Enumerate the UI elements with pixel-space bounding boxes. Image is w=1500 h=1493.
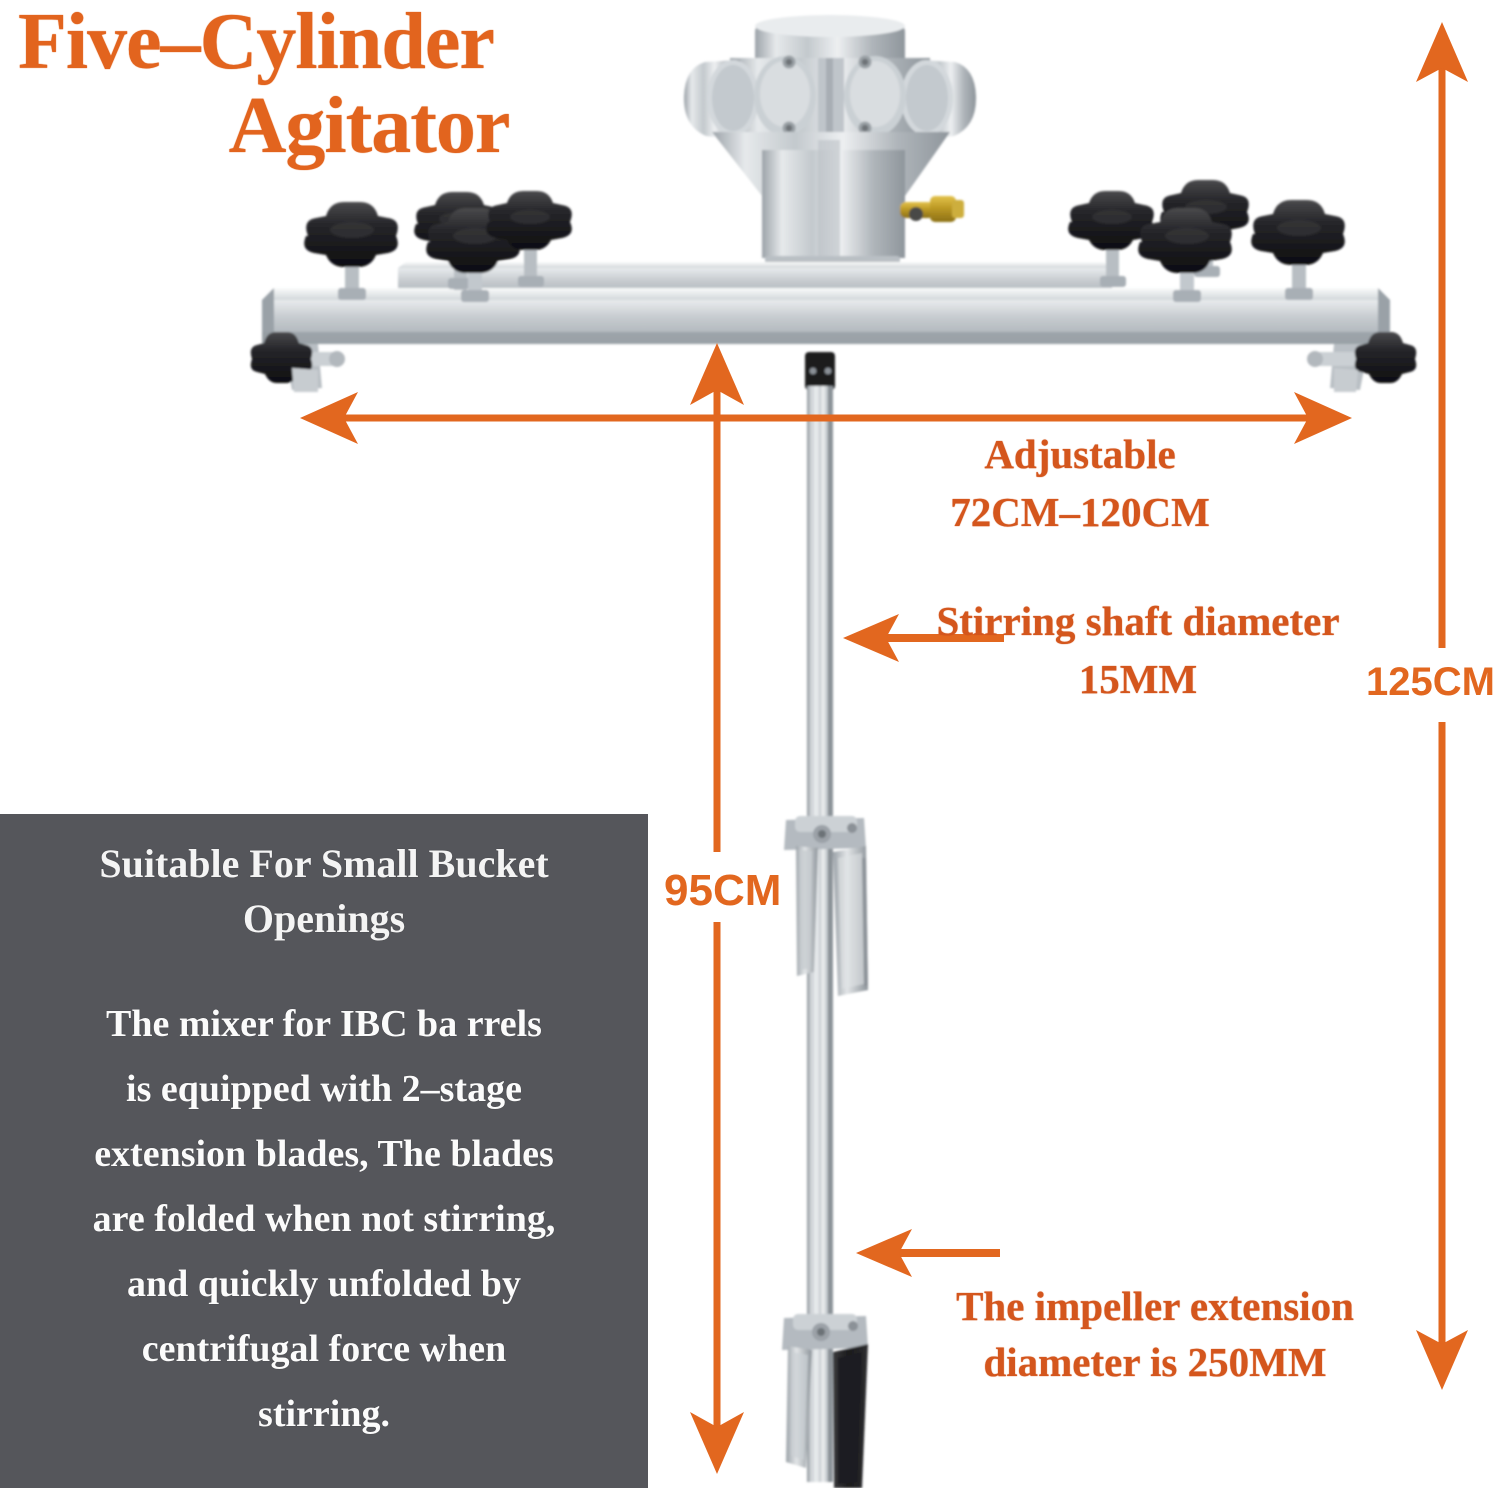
dimension-label-125cm: 125CM xyxy=(1366,660,1495,704)
clamp-knob xyxy=(304,202,398,300)
dimension-label-95cm: 95CM xyxy=(664,866,782,915)
lower-folding-impeller xyxy=(782,1314,868,1488)
annotation-shaft-line-1: Stirring shaft diameter xyxy=(936,598,1340,644)
clamp-knob xyxy=(486,191,572,287)
info-body-line: are folded when not stirring, xyxy=(92,1198,556,1240)
title-line-2: Agitator xyxy=(228,82,511,170)
pneumatic-motor-head xyxy=(683,15,977,290)
annotation-impeller-diameter: The impeller extension diameter is 250MM xyxy=(890,1278,1420,1390)
clamp-knob xyxy=(1251,200,1345,300)
info-body-line: stirring. xyxy=(258,1393,390,1435)
side-clamp-left xyxy=(250,332,345,392)
info-heading-line-1: Suitable For Small Bucket xyxy=(99,841,549,886)
annotation-impeller-line-2: diameter is 250MM xyxy=(983,1339,1327,1385)
info-body-line: is equipped with 2–stage xyxy=(126,1068,522,1110)
clamp-knob xyxy=(1068,191,1154,287)
annotation-adjustable-width: Adjustable 72CM–120CM xyxy=(870,425,1290,541)
info-body-line: centrifugal force when xyxy=(141,1328,507,1370)
info-heading-line-2: Openings xyxy=(242,896,406,941)
info-body-line: extension blades, The blades xyxy=(94,1133,554,1175)
page-title: Five–Cylinder Agitator xyxy=(14,0,714,168)
annotation-impeller-line-1: The impeller extension xyxy=(956,1283,1354,1329)
side-clamp-right xyxy=(1307,332,1417,392)
clamp-knobs-group xyxy=(304,180,1345,302)
upper-folding-impeller xyxy=(784,816,868,996)
info-panel-heading: Suitable For Small Bucket Openings xyxy=(16,836,632,946)
clamp-knob xyxy=(1138,208,1232,302)
title-line-1: Five–Cylinder xyxy=(18,0,495,86)
annotation-shaft-line-2: 15MM xyxy=(1078,656,1198,702)
info-panel: Suitable For Small Bucket Openings The m… xyxy=(0,814,648,1488)
air-inlet-fitting xyxy=(900,196,964,222)
info-panel-body: The mixer for IBC ba rrels is equipped w… xyxy=(16,992,632,1447)
info-body-line: The mixer for IBC ba rrels xyxy=(106,1003,542,1045)
adjustable-mounting-bar xyxy=(262,262,1390,344)
annotation-shaft-diameter: Stirring shaft diameter 15MM xyxy=(868,592,1408,708)
info-body-line: and quickly unfolded by xyxy=(127,1263,521,1305)
annotation-adjustable-line-2: 72CM–120CM xyxy=(950,489,1210,535)
annotation-adjustable-line-1: Adjustable xyxy=(984,431,1176,477)
agitator-assembly xyxy=(250,15,1417,1488)
